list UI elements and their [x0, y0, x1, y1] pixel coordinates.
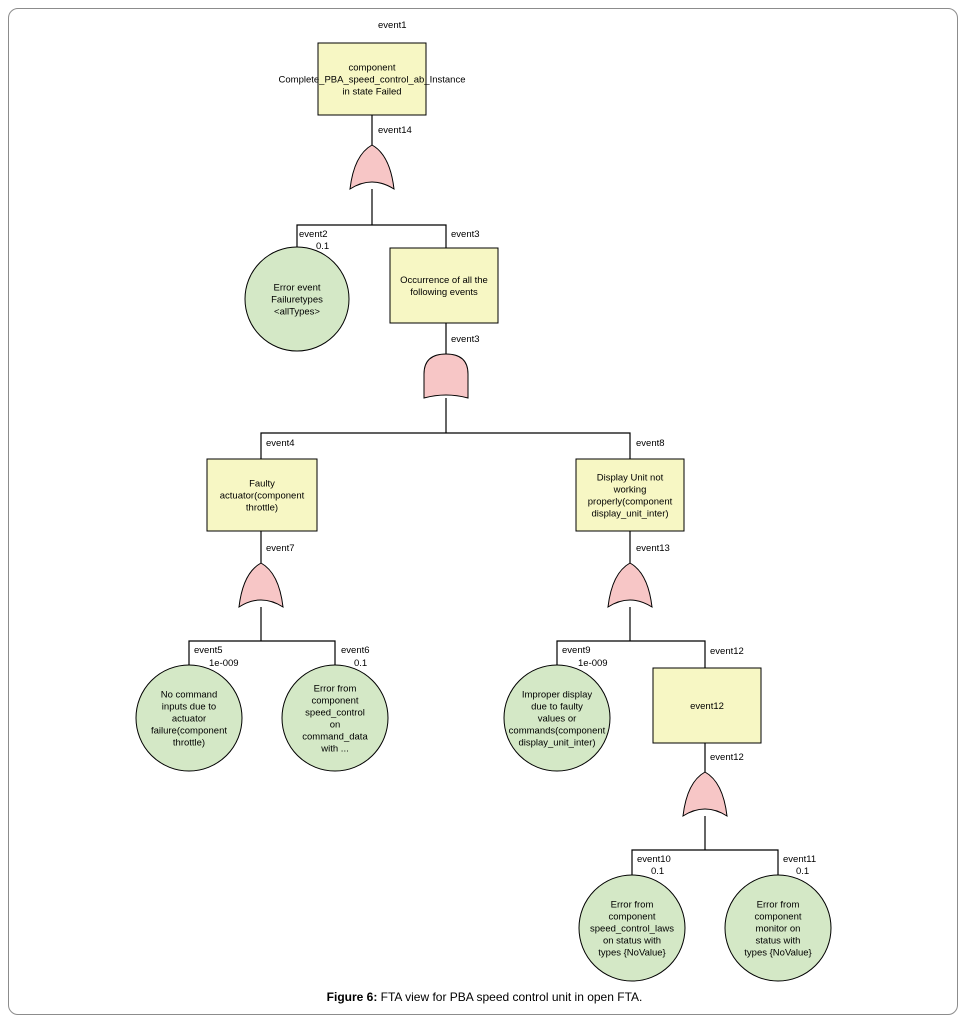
e11-text-line: types {NoValue}	[744, 948, 811, 959]
e1-text-line: in state Failed	[342, 87, 401, 98]
connector-line	[188, 640, 336, 665]
e5-text-line: No command	[161, 690, 218, 701]
e5-text-line: actuator	[172, 714, 206, 725]
event-label: event6	[341, 645, 370, 656]
e10-text-line: on status with	[603, 936, 661, 947]
or-gate-icon	[682, 771, 728, 817]
e8-text-line: Display Unit not	[597, 473, 664, 484]
e10-text-line: speed_control_laws	[590, 924, 674, 935]
event-label: event8	[636, 438, 665, 449]
connector-line	[260, 432, 631, 459]
event-label: event12	[710, 646, 744, 657]
e10-text-line: component	[608, 912, 655, 923]
probability-label: 1e-009	[209, 658, 239, 669]
e9-text-line: values or	[538, 714, 577, 725]
e1-text-line: component	[348, 63, 395, 74]
e4-text-line: actuator(component	[220, 491, 305, 502]
gate-label: event13	[636, 543, 670, 554]
event-label: event11	[783, 854, 816, 865]
gate-label: event3	[451, 334, 480, 345]
e11-text-line: monitor on	[756, 924, 801, 935]
e9-text-line: due to faulty	[531, 702, 583, 713]
e9-text-line: display_unit_inter)	[518, 738, 595, 749]
gate-label: event12	[710, 752, 744, 763]
e3-text-line: Occurrence of all the	[400, 275, 488, 286]
e6-text-line: Error from	[314, 684, 357, 695]
probability-label: 0.1	[316, 241, 329, 252]
e11-text-line: component	[754, 912, 801, 923]
e9-text-line: Improper display	[522, 690, 592, 701]
connector-line	[556, 640, 706, 668]
basic-event-circle	[135, 664, 243, 772]
event-box	[652, 667, 762, 744]
basic-event-circle	[724, 874, 832, 982]
figure-caption: Figure 6: FTA view for PBA speed control…	[0, 990, 969, 1004]
event-label: event1	[378, 20, 407, 31]
connector-line	[631, 849, 779, 875]
e8-text-line: display_unit_inter)	[591, 509, 668, 520]
e6-text-line: on	[330, 720, 341, 731]
e5-text-line: inputs due to	[162, 702, 216, 713]
basic-event-circle	[578, 874, 686, 982]
e10-text-line: Error from	[611, 900, 654, 911]
e9-text-line: commands(component	[509, 726, 606, 737]
e6-text-line: speed_control	[305, 708, 365, 719]
e6-text-line: command_data	[302, 732, 368, 743]
e3-text-line: following events	[410, 287, 478, 298]
e5-text-line: failure(component	[151, 726, 227, 737]
gate-label: event7	[266, 543, 295, 554]
or-gate-icon	[349, 144, 395, 190]
gate-label: event14	[378, 125, 412, 136]
probability-label: 0.1	[651, 866, 664, 877]
e8-text-line: properly(component	[588, 497, 673, 508]
e6-text-line: with ...	[320, 744, 348, 755]
basic-event-circle	[281, 664, 389, 772]
basic-event-circle	[503, 664, 611, 772]
e12-text-line: event12	[690, 701, 724, 712]
e4-text-line: Faulty	[249, 479, 275, 490]
caption-text: FTA view for PBA speed control unit in o…	[377, 990, 643, 1004]
event-label: event4	[266, 438, 295, 449]
e8-text-line: working	[613, 485, 647, 496]
e11-text-line: status with	[756, 936, 801, 947]
event-box	[389, 247, 499, 324]
event-label: event9	[562, 645, 591, 656]
event-box	[206, 458, 318, 532]
event-label: event3	[451, 229, 480, 240]
e2-text-line: <allTypes>	[274, 307, 320, 318]
connector-line	[296, 224, 447, 248]
e1-text-line: Complete_PBA_speed_control_ab_Instance	[279, 75, 466, 86]
e2-text-line: Failuretypes	[271, 295, 323, 306]
e6-text-line: component	[311, 696, 358, 707]
figure-frame	[8, 8, 958, 1015]
event-label: event2	[299, 229, 328, 240]
e4-text-line: throttle)	[246, 503, 278, 514]
e10-text-line: types {NoValue}	[598, 948, 665, 959]
event-label: event10	[637, 854, 671, 865]
or-gate-icon	[238, 562, 284, 608]
e2-text-line: Error event	[274, 283, 321, 294]
basic-event-circle	[244, 246, 350, 352]
e11-text-line: Error from	[757, 900, 800, 911]
probability-label: 0.1	[796, 866, 809, 877]
probability-label: 0.1	[354, 658, 367, 669]
event-box	[317, 42, 427, 116]
or-gate-icon	[607, 562, 653, 608]
caption-prefix: Figure 6:	[326, 990, 378, 1004]
e5-text-line: throttle)	[173, 738, 205, 749]
event-box	[575, 458, 685, 532]
event-label: event5	[194, 645, 223, 656]
and-gate-icon	[423, 353, 469, 399]
probability-label: 1e-009	[578, 658, 608, 669]
